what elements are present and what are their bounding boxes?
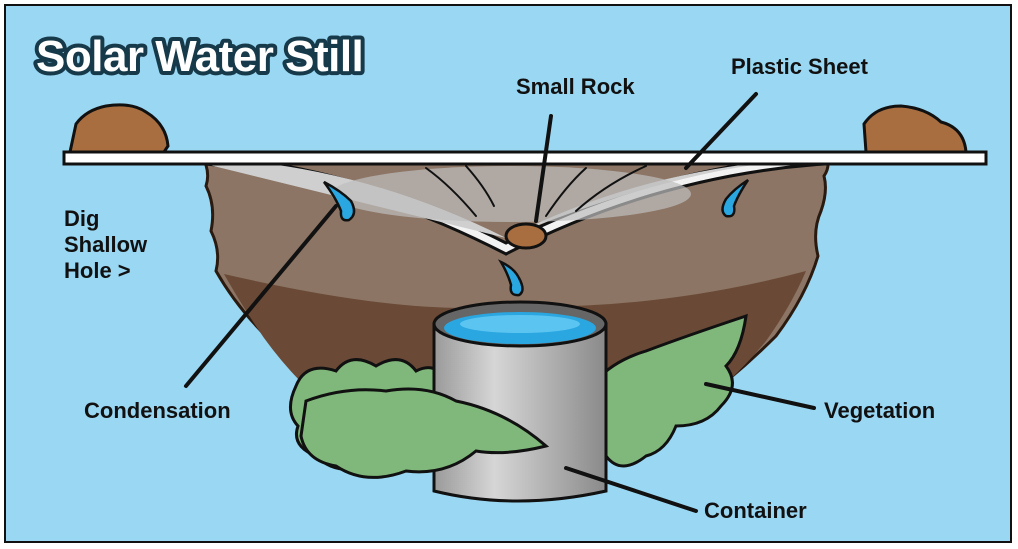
leader-small-rock bbox=[534, 114, 553, 223]
vegetation-leaf-right bbox=[578, 313, 748, 468]
sheet-fold-1 bbox=[425, 167, 477, 217]
label-plastic-sheet: Plastic Sheet bbox=[731, 54, 869, 79]
ground-rock-left bbox=[68, 103, 170, 154]
condensation-drop-right bbox=[721, 178, 750, 218]
small-rock bbox=[504, 222, 548, 250]
sheet-fold-3 bbox=[545, 167, 587, 217]
label-dig-line2: Shallow bbox=[64, 232, 148, 257]
leader-vegetation bbox=[704, 382, 816, 410]
leader-plastic-sheet bbox=[684, 92, 758, 170]
ground-line bbox=[62, 150, 988, 166]
solar-still-diagram: Solar Water Still Small Rock Plastic She… bbox=[32, 28, 988, 523]
condensation-drop-left bbox=[322, 180, 356, 222]
leader-condensation bbox=[184, 204, 338, 388]
diagram-frame: Solar Water Still Small Rock Plastic She… bbox=[4, 4, 1012, 543]
label-dig-line3: Hole > bbox=[64, 258, 131, 283]
title: Solar Water Still bbox=[36, 32, 363, 81]
sheet-fold-2 bbox=[465, 165, 495, 207]
container bbox=[432, 322, 608, 503]
leader-container bbox=[564, 466, 698, 513]
vegetation-leaf-front bbox=[299, 387, 550, 479]
label-vegetation: Vegetation bbox=[824, 398, 935, 423]
condensation-drop-center bbox=[497, 259, 524, 297]
label-condensation: Condensation bbox=[84, 398, 231, 423]
label-small-rock: Small Rock bbox=[516, 74, 635, 99]
container-water-highlight bbox=[460, 315, 580, 333]
label-dig-line1: Dig bbox=[64, 206, 99, 231]
sheet-fold-4 bbox=[575, 165, 647, 212]
label-container: Container bbox=[704, 498, 807, 523]
plastic-sheet-inner bbox=[181, 157, 846, 238]
ground-rock-right bbox=[862, 104, 968, 154]
sheet-shadow bbox=[331, 166, 691, 222]
